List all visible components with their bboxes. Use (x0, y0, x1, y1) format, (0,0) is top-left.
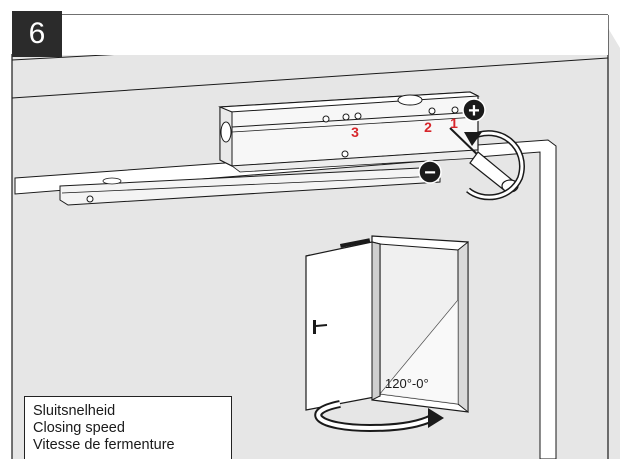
legend-line-french: Vitesse de fermenture (33, 437, 175, 453)
ceiling-line-bottom (11, 57, 609, 99)
callout-2: 2 (424, 119, 432, 135)
legend-box: Sluitsnelheid Closing speed Vitesse de f… (24, 396, 232, 459)
callout-1: 1 (450, 115, 458, 131)
plus-symbol (462, 98, 486, 122)
minus-symbol (418, 160, 442, 184)
door-swing-arrow-icon (314, 400, 444, 433)
frame-top-band (12, 15, 608, 55)
door-closer-body (218, 91, 480, 173)
rotate-arrow-icon (464, 130, 525, 201)
legend-line-dutch: Sluitsnelheid (33, 403, 116, 419)
plus-symbol-text: + (468, 100, 480, 122)
legend-line-english: Closing speed (33, 420, 125, 436)
callout-3: 3 (351, 124, 359, 140)
minus-symbol-text: − (424, 162, 436, 184)
angle-label: 120°-0° (385, 376, 429, 391)
screwdriver-icon (449, 127, 519, 193)
door-illustration (305, 235, 469, 414)
step-number-badge: 6 (12, 11, 62, 57)
